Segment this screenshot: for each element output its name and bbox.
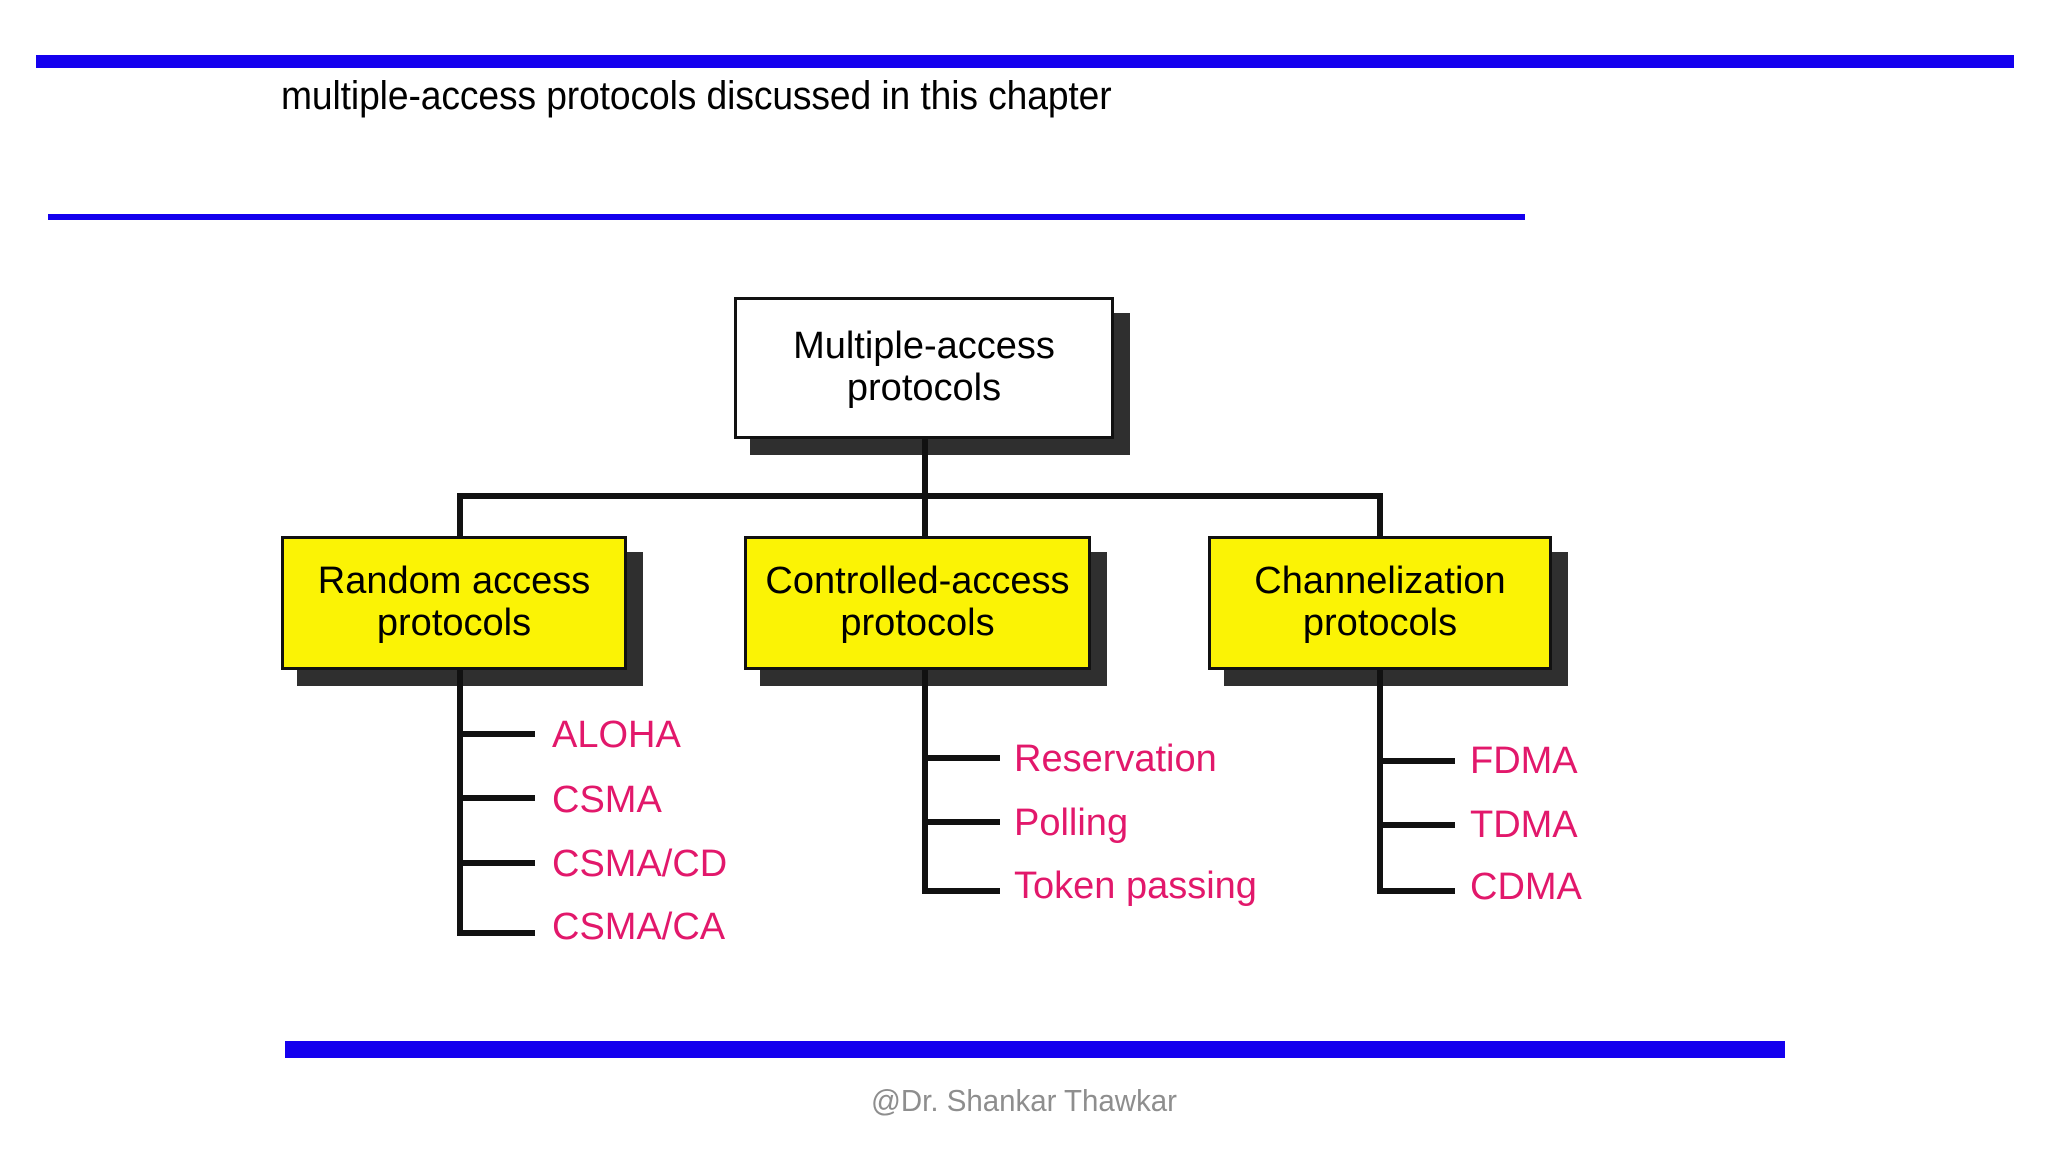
- title-underline-rule: [48, 214, 1525, 220]
- leaf-label-token-passing: Token passing: [1014, 865, 1257, 907]
- connector-tick-cdma: [1377, 888, 1455, 894]
- page-title: multiple-access protocols discussed in t…: [281, 74, 1112, 118]
- leaf-label-csma-cd: CSMA/CD: [552, 843, 728, 885]
- connector-tick-token-passing: [922, 888, 1000, 894]
- connector-spine-column-1: [457, 668, 463, 936]
- connector-tick-polling: [922, 819, 1000, 825]
- connector-spine-column-2: [922, 668, 928, 894]
- connector-horizontal-bus: [457, 493, 1383, 499]
- node-label-line-1: Multiple-access: [793, 325, 1055, 368]
- node-label-line-2: protocols: [376, 602, 532, 644]
- node-label-line-1: Channelization: [1254, 560, 1506, 603]
- connector-spine-column-3: [1377, 668, 1383, 894]
- leaf-label-aloha: ALOHA: [552, 714, 681, 756]
- connector-drop-branch-1: [457, 493, 463, 539]
- leaf-label-reservation: Reservation: [1014, 738, 1217, 780]
- connector-tick-csma-cd: [457, 860, 535, 866]
- connector-tick-csma: [457, 795, 535, 801]
- node-label-line-2: protocols: [840, 602, 995, 644]
- connector-root-stem: [922, 439, 928, 496]
- leaf-label-csma: CSMA: [552, 779, 662, 821]
- node-label-line-2: protocols: [1302, 602, 1458, 644]
- node-label-line-1: Controlled-access: [765, 560, 1070, 603]
- connector-tick-fdma: [1377, 758, 1455, 764]
- leaf-label-fdma: FDMA: [1470, 740, 1578, 782]
- footer-credit: @Dr. Shankar Thawkar: [871, 1083, 1177, 1118]
- connector-tick-csma-ca: [457, 930, 535, 936]
- connector-tick-aloha: [457, 731, 535, 737]
- connector-drop-branch-2: [922, 493, 928, 539]
- node-label-line-2: protocols: [846, 367, 1002, 409]
- connector-drop-branch-3: [1377, 493, 1383, 539]
- connector-tick-reservation: [922, 755, 1000, 761]
- leaf-label-polling: Polling: [1014, 802, 1129, 844]
- leaf-label-cdma: CDMA: [1470, 866, 1582, 908]
- top-accent-bar: [36, 55, 2014, 68]
- bottom-accent-bar: [285, 1041, 1785, 1058]
- leaf-label-csma-ca: CSMA/CA: [552, 906, 726, 948]
- leaf-label-tdma: TDMA: [1470, 804, 1578, 846]
- node-label-line-1: Random access: [317, 560, 591, 603]
- connector-tick-tdma: [1377, 822, 1455, 828]
